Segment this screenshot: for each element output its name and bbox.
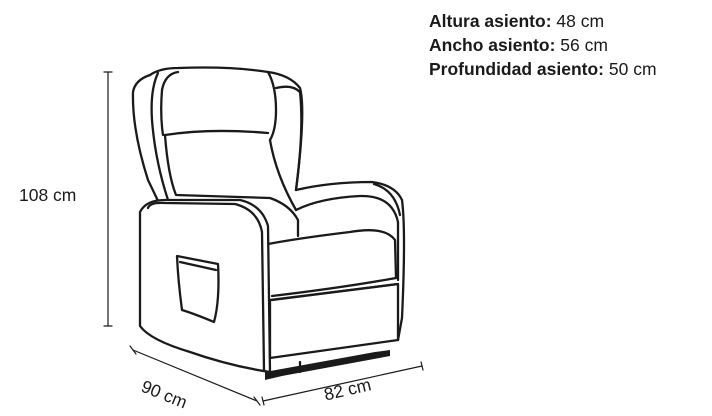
seat-specs: Altura asiento: 48 cm Ancho asiento: 56 … [429,9,657,81]
back-cushion [163,133,300,238]
footrest [268,282,400,360]
seat-cushion [266,229,398,298]
spec-seat-depth: Profundidad asiento: 50 cm [429,57,657,81]
spec-label: Profundidad asiento: [429,59,604,79]
spec-label: Altura asiento: [429,11,552,31]
spec-value: 48 cm [551,11,605,31]
spec-value: 56 cm [555,35,608,55]
spec-value: 50 cm [604,59,657,79]
right-armrest [294,180,406,342]
spec-label: Ancho asiento: [429,35,556,55]
chair-base [265,350,390,380]
side-pocket [175,254,220,324]
height-dimension-line [103,71,113,327]
left-armrest [138,198,272,374]
armchair-drawing [131,66,406,380]
spec-seat-height: Altura asiento: 48 cm [429,9,657,33]
spec-seat-width: Ancho asiento: 56 cm [429,33,657,57]
height-label: 108 cm [19,185,77,205]
depth-dimension-line [129,345,261,406]
width-dimension-line [261,361,424,406]
